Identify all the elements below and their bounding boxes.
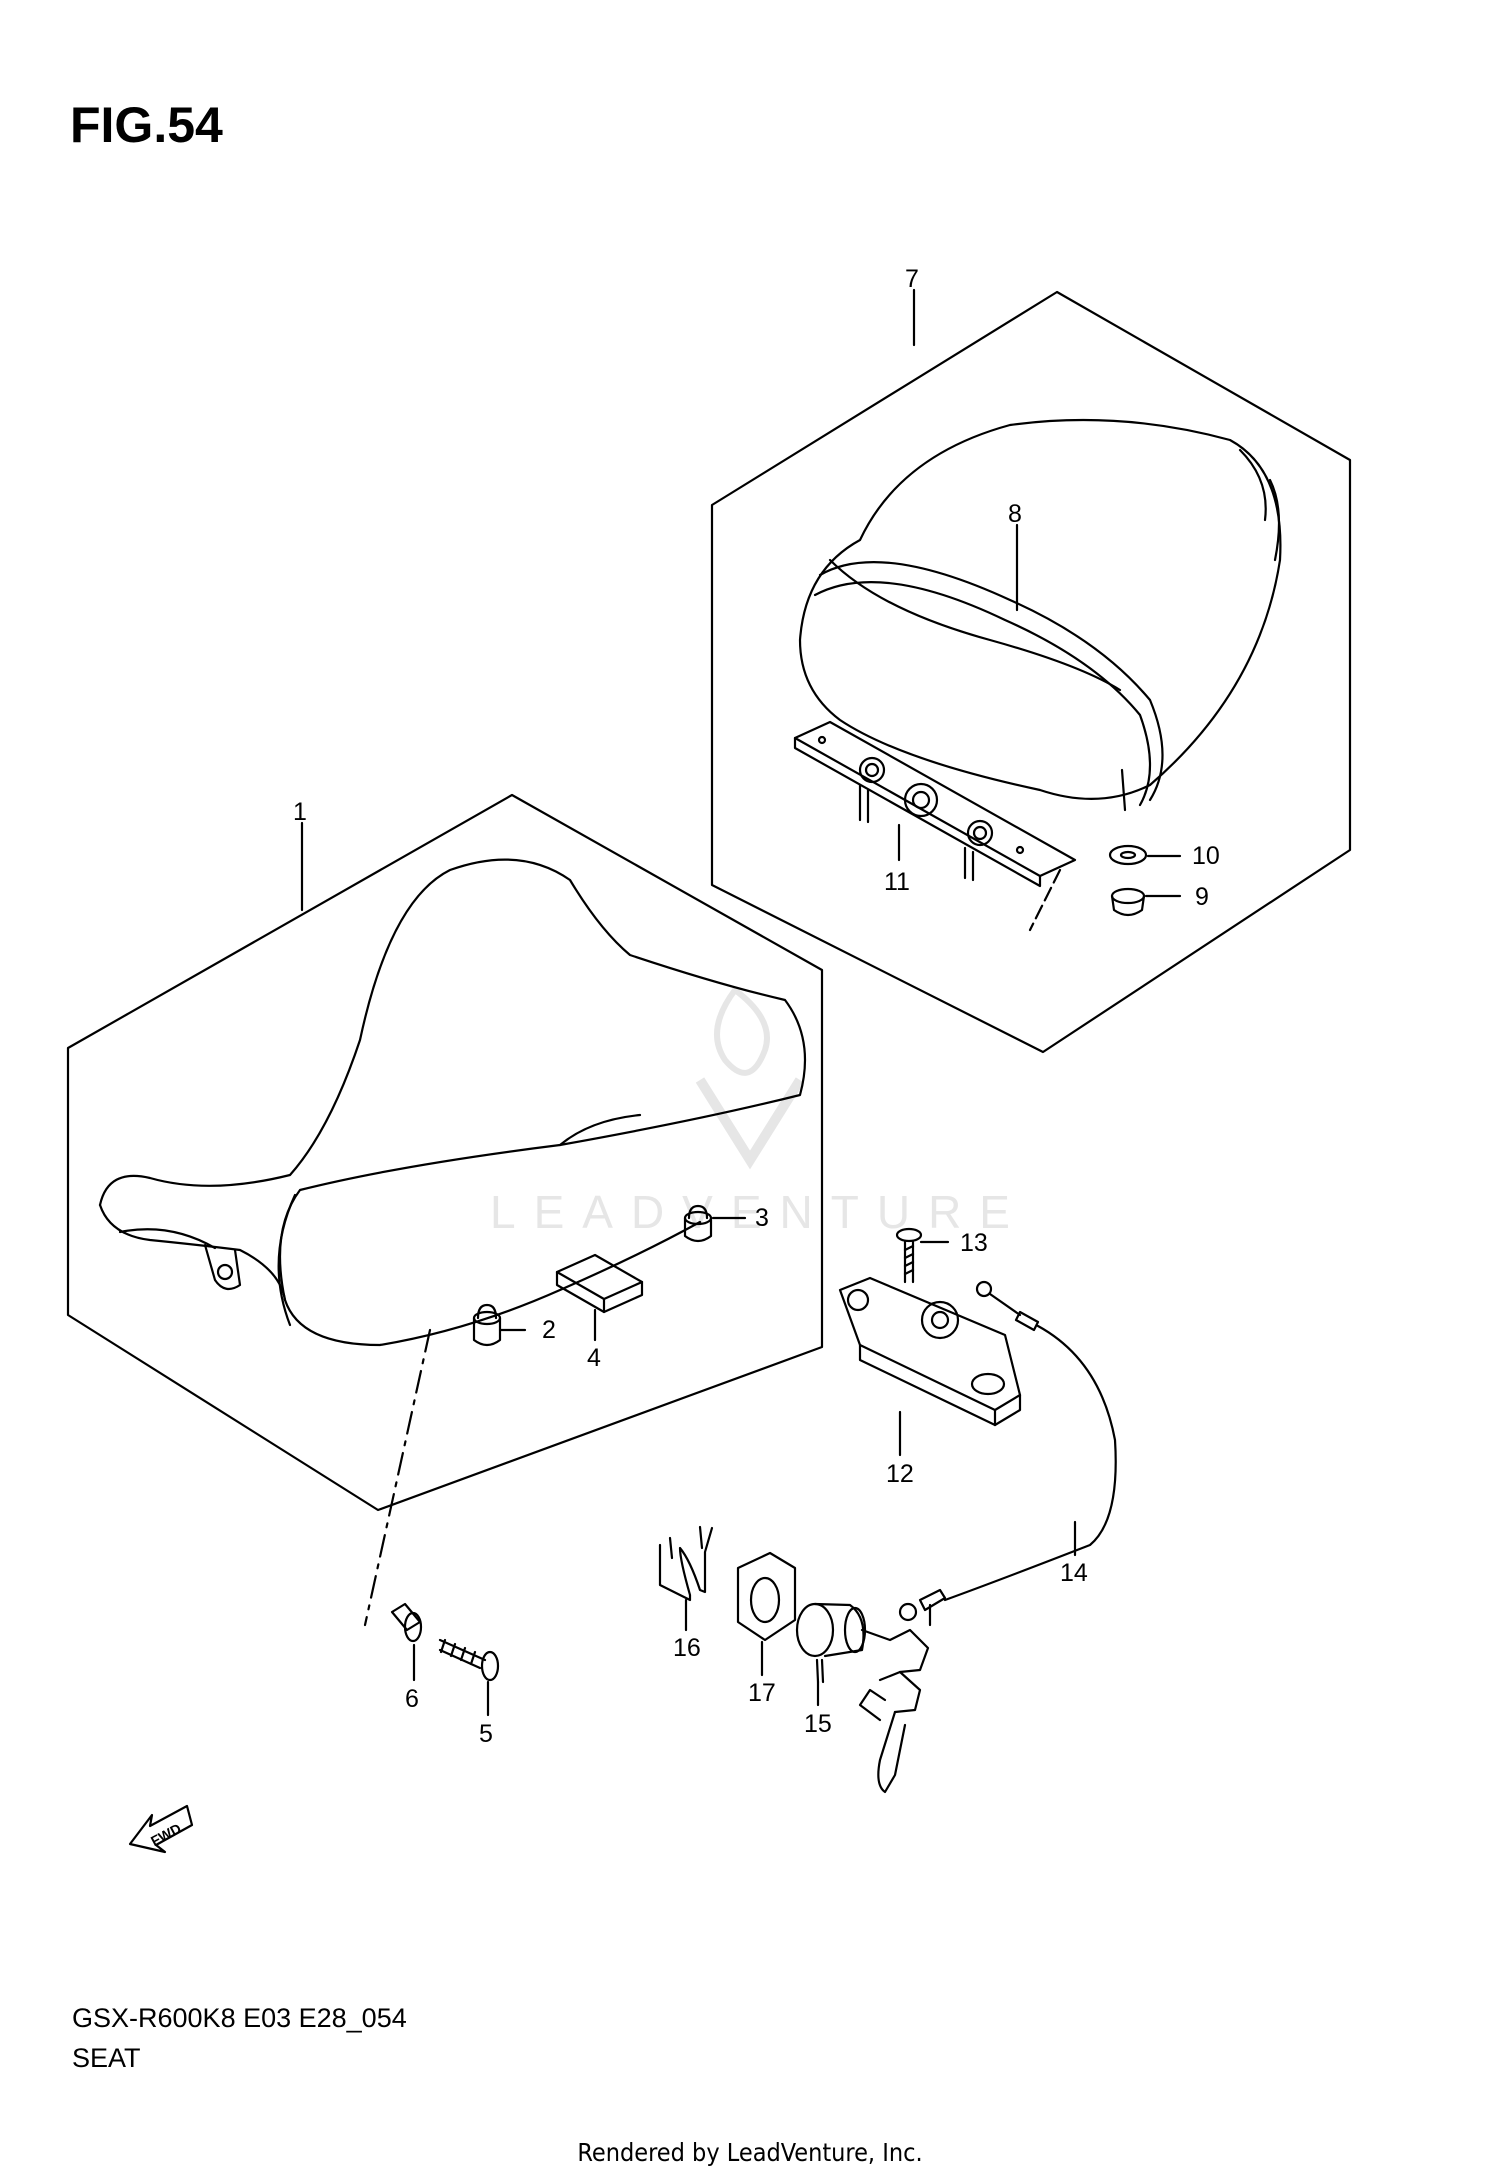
callout-5: 5 — [479, 1720, 493, 1748]
lock-part-15 — [795, 1602, 930, 1794]
diagram-name: SEAT — [72, 2043, 141, 2073]
cushion-part-3 — [683, 1204, 713, 1243]
callout-9: 9 — [1195, 883, 1209, 911]
front-seat-leader-dashed — [363, 1328, 432, 1627]
callout-11: 11 — [884, 868, 910, 896]
rear-seat-group-box — [710, 290, 1352, 1054]
callout-8: 8 — [1008, 500, 1022, 528]
callout-2: 2 — [542, 1316, 556, 1344]
rendered-by-footer: Rendered by LeadVenture, Inc. — [577, 2138, 923, 2167]
callout-10: 10 — [1192, 842, 1220, 870]
rear-seat-stud-leader — [1120, 768, 1127, 812]
washer-part-10 — [1108, 844, 1148, 866]
callout-3: 3 — [755, 1204, 769, 1232]
collar-part-6 — [390, 1602, 423, 1643]
latch-part-12 — [838, 1276, 1022, 1427]
callout-15: 15 — [804, 1710, 832, 1738]
front-seat — [98, 858, 807, 1347]
watermark-v-icon — [695, 1077, 805, 1170]
callout-4: 4 — [587, 1344, 601, 1372]
nut-part-9 — [1110, 887, 1146, 917]
cable-part-14 — [898, 1280, 1117, 1627]
screw-part-13 — [895, 1227, 923, 1284]
watermark-text: LEADVENTURE — [490, 1186, 1028, 1238]
rear-seat-cover — [798, 418, 1282, 807]
fwd-arrow-icon — [128, 1804, 194, 1854]
clip-part-16 — [658, 1525, 714, 1602]
callout-17: 17 — [748, 1679, 776, 1707]
model-code: GSX-R600K8 E03 E28_054 — [72, 2003, 407, 2033]
leader-lines — [300, 288, 1182, 1717]
bolt-part-5 — [438, 1638, 500, 1682]
callout-13: 13 — [960, 1229, 988, 1257]
callout-16: 16 — [673, 1634, 701, 1662]
callout-6: 6 — [405, 1685, 419, 1713]
callout-1: 1 — [293, 798, 307, 826]
callout-14: 14 — [1060, 1559, 1088, 1587]
plate-part-17 — [736, 1551, 797, 1642]
watermark: LEADVENTURE — [490, 985, 1028, 1238]
cushion-part-2 — [472, 1303, 502, 1347]
front-seat-group-box — [66, 793, 824, 1512]
pad-part-4 — [555, 1253, 644, 1314]
callout-12: 12 — [886, 1460, 914, 1488]
figure-title: FIG.54 — [70, 97, 223, 153]
rear-seat-leader-dashed — [1028, 868, 1062, 932]
watermark-flame-icon — [714, 985, 770, 1076]
callout-7: 7 — [905, 265, 919, 293]
bracket-part-11 — [793, 720, 1077, 888]
